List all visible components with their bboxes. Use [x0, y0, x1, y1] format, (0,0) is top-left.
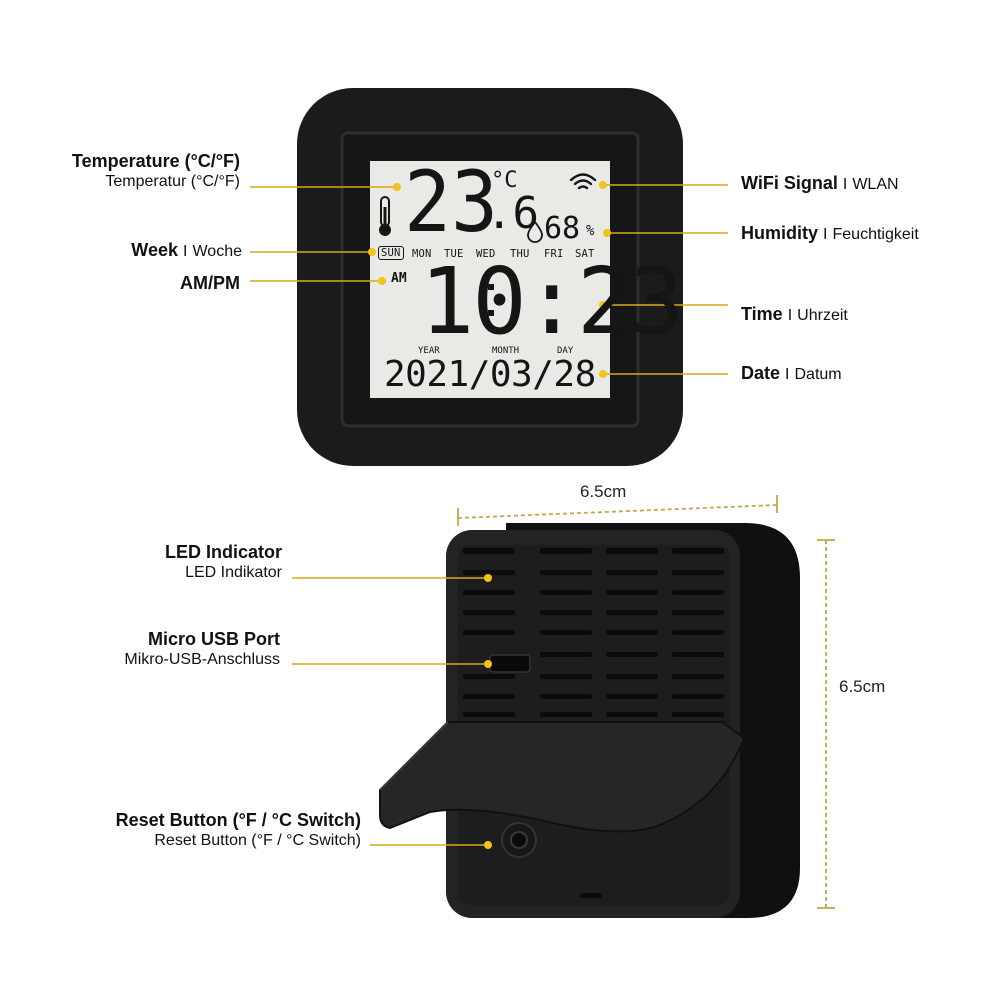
ampm-indicator: AM [391, 271, 407, 286]
callout-time-title: Time [741, 304, 783, 324]
week-day-sat: SAT [575, 248, 595, 260]
date-label-month: MONTH [492, 346, 520, 356]
temperature-unit: °C [491, 168, 518, 193]
callout-humidity: Humidity I Feuchtigkeit [741, 222, 919, 246]
week-day-sun: SUN [378, 246, 404, 260]
thermometer-icon [379, 196, 391, 236]
callout-date: Date I Datum [741, 362, 842, 386]
callout-led-title: LED Indicator [164, 542, 282, 562]
date-label-year: YEAR [418, 346, 440, 356]
humidity-unit: % [586, 223, 595, 239]
kickstand-flap[interactable] [379, 721, 746, 833]
micro-usb-port[interactable] [489, 654, 531, 673]
humidity-value: 68 [544, 211, 581, 246]
callout-week-subtitle: Woche [192, 243, 242, 260]
week-day-wed: WED [476, 248, 496, 260]
callout-led-subtitle: LED Indikator [185, 564, 282, 581]
reset-button[interactable] [501, 822, 537, 858]
week-day-mon: MON [412, 248, 432, 260]
callout-week-title: Week [131, 240, 178, 260]
callout-wifi-subtitle: WLAN [852, 176, 899, 193]
callout-usb-subtitle: Mikro-USB-Anschluss [124, 651, 280, 668]
time-value: 10:23 [420, 248, 684, 355]
wifi-icon [569, 173, 597, 190]
callout-temperature: Temperature (°C/°F) Temperatur (°C/°F) [72, 150, 240, 192]
vent-grille [463, 548, 724, 717]
time-colon [488, 284, 494, 316]
callout-week: Week I Woche [131, 239, 242, 263]
callout-reset-subtitle: Reset Button (°F / °C Switch) [154, 832, 361, 849]
callout-leaders [250, 184, 728, 846]
callout-ampm: AM/PM [180, 273, 240, 293]
temperature-value: 23 [404, 153, 499, 251]
callout-wifi-sep: I [842, 176, 848, 193]
date-value: 2021/03/28 [384, 354, 596, 395]
temperature-decimal: .6 [486, 188, 539, 239]
week-day-thu: THU [510, 248, 530, 260]
lcd-screen [370, 161, 610, 398]
kickstand-edge [379, 721, 449, 791]
callout-reset-title: Reset Button (°F / °C Switch) [115, 810, 361, 830]
bottom-slot [580, 893, 602, 898]
week-day-fri: FRI [544, 248, 564, 260]
callout-humidity-title: Humidity [741, 223, 819, 243]
callout-time-subtitle: Uhrzeit [797, 307, 848, 324]
week-day-tue: TUE [444, 248, 464, 260]
callout-temperature-title: Temperature (°C/°F) [71, 151, 240, 171]
height-dimension-label: 6.5cm [839, 677, 886, 696]
callout-date-title: Date [741, 363, 781, 383]
droplet-icon [527, 220, 543, 243]
callout-humidity-sep: I [823, 226, 828, 243]
callout-wifi: WiFi Signal I WLAN [741, 172, 899, 196]
width-dimension-line [457, 495, 778, 526]
callout-usb: Micro USB Port Mikro-USB-Anschluss [124, 628, 280, 670]
callout-wifi-title: WiFi Signal [741, 173, 838, 193]
callout-led: LED Indicator LED Indikator [165, 541, 282, 583]
callout-temperature-subtitle: Temperatur (°C/°F) [105, 173, 240, 190]
callout-week-sep: I [183, 243, 188, 260]
callout-date-subtitle: Datum [794, 366, 842, 383]
callout-humidity-subtitle: Feuchtigkeit [832, 226, 919, 243]
date-label-day: DAY [557, 346, 574, 356]
callout-time: Time I Uhrzeit [741, 303, 848, 327]
callout-date-sep: I [785, 366, 790, 383]
callout-dots [368, 181, 611, 849]
width-dimension-label: 6.5cm [580, 482, 627, 501]
callout-time-sep: I [787, 307, 793, 324]
callout-reset: Reset Button (°F / °C Switch) Reset Butt… [116, 809, 361, 851]
callout-usb-title: Micro USB Port [147, 629, 280, 649]
height-dimension-line [817, 539, 835, 909]
